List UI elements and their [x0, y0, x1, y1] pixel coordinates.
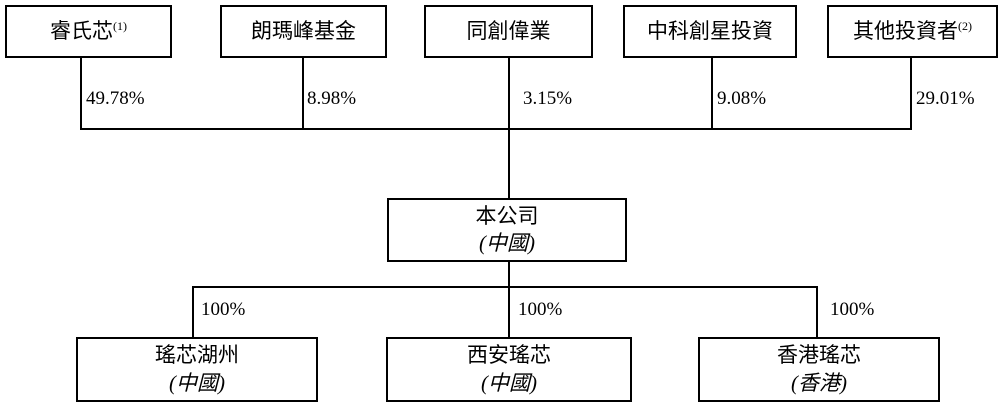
connector-line [816, 287, 818, 337]
connector-line [508, 129, 510, 198]
shareholder-box-other-investors: 其他投資者(2) [827, 5, 998, 58]
subsidiary-location: (香港) [791, 370, 847, 395]
connector-line [910, 57, 912, 129]
shareholder-name: 其他投資者(2) [853, 18, 972, 43]
connector-line [80, 57, 82, 129]
subsidiary-name: 香港瑤芯 [777, 343, 861, 368]
shareholder-name: 同創偉業 [466, 18, 551, 43]
footnote-marker-1: (1) [113, 18, 127, 33]
subsidiary-name: 瑤芯湖州 [155, 343, 239, 368]
company-name: 本公司 [475, 203, 539, 228]
connector-line [302, 57, 304, 129]
ownership-pct-label: 100% [518, 299, 563, 320]
subsidiary-box-hongkong-yaoxin: 香港瑤芯 (香港) [698, 337, 940, 402]
connector-bus-line [192, 286, 818, 288]
company-box: 本公司 (中國) [387, 198, 627, 262]
footnote-marker-2: (2) [958, 18, 972, 33]
shareholder-box-langmafeng-fund: 朗瑪峰基金 [220, 5, 387, 58]
ownership-pct-label: 9.08% [717, 88, 767, 109]
ownership-pct-label: 29.01% [916, 88, 975, 109]
connector-bus-line [80, 128, 912, 130]
shareholder-name: 朗瑪峰基金 [251, 18, 356, 43]
connector-line [508, 261, 510, 288]
company-location: (中國) [479, 231, 535, 255]
connector-line [508, 57, 510, 129]
shareholder-box-tongchuangweiye: 同創偉業 [424, 5, 593, 58]
shareholder-name: 睿氏芯(1) [50, 18, 127, 43]
connector-line [508, 287, 510, 337]
ownership-pct-label: 8.98% [307, 88, 357, 109]
shareholder-name: 中科創星投資 [647, 18, 773, 43]
ownership-pct-label: 100% [201, 299, 246, 320]
subsidiary-location: (中國) [169, 370, 225, 395]
connector-line [711, 57, 713, 129]
ownership-pct-label: 100% [830, 299, 875, 320]
shareholder-box-ruishixin: 睿氏芯(1) [5, 5, 172, 58]
subsidiary-name: 西安瑤芯 [467, 343, 551, 368]
subsidiary-location: (中國) [481, 370, 537, 395]
ownership-pct-label: 3.15% [523, 88, 573, 109]
connector-line [192, 287, 194, 337]
subsidiary-box-yaoxin-huzhou: 瑤芯湖州 (中國) [76, 337, 318, 402]
shareholder-box-zhongkechuangxing: 中科創星投資 [623, 5, 797, 58]
ownership-pct-label: 49.78% [86, 88, 145, 109]
subsidiary-box-xian-yaoxin: 西安瑤芯 (中國) [386, 337, 632, 402]
